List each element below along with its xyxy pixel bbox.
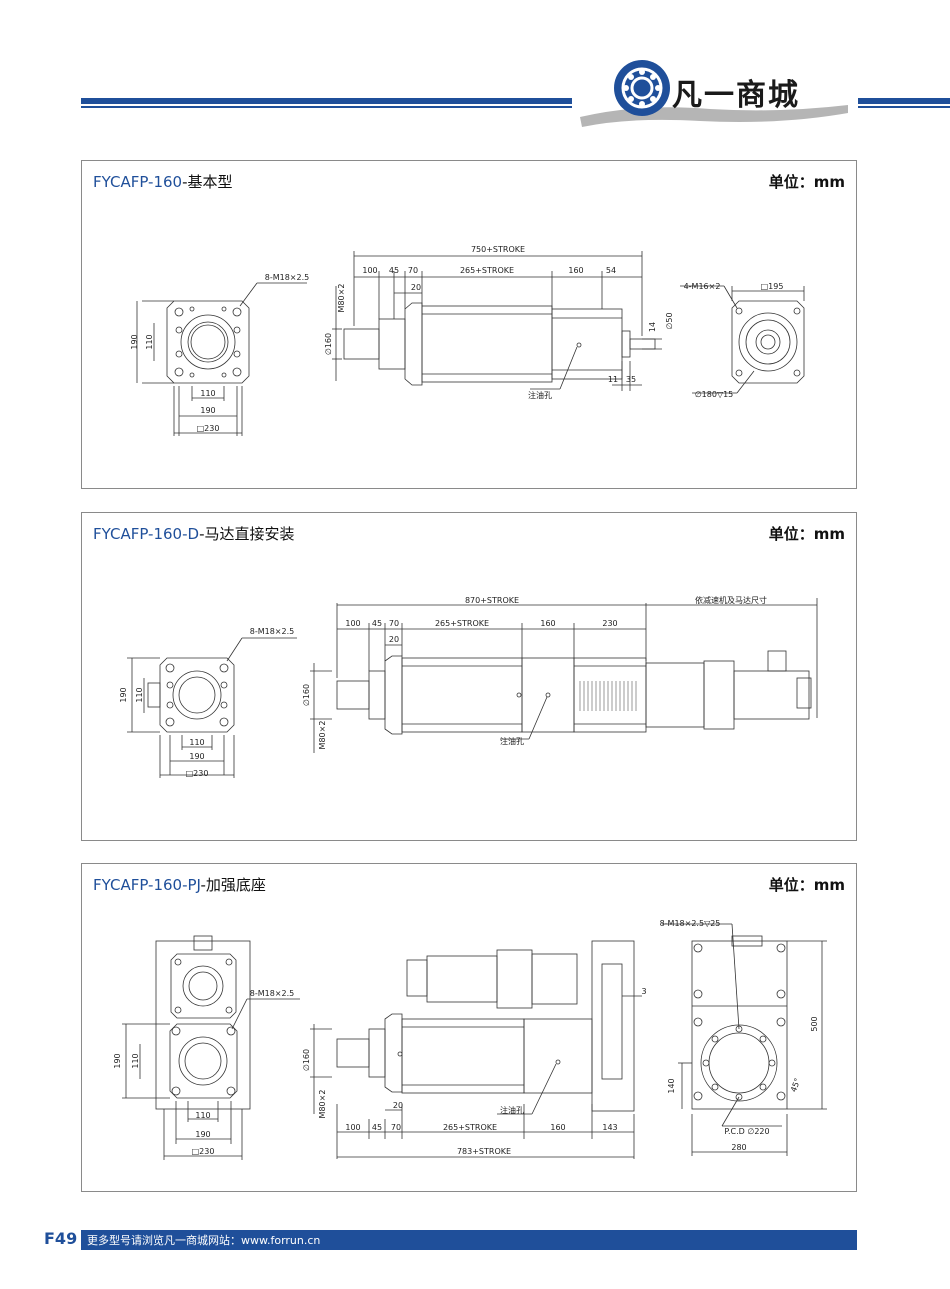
panel-motor-direct: FYCAFP-160-D-马达直接安装 单位：mm xyxy=(81,512,857,841)
front-230: □230 xyxy=(197,424,220,433)
dim-100: 100 xyxy=(345,1123,360,1132)
dim-phi160: ∅160 xyxy=(302,684,311,706)
dim-100: 100 xyxy=(345,619,360,628)
page-number: F49 xyxy=(44,1229,78,1248)
front-190-h: 190 xyxy=(195,1130,210,1139)
rear-hole-label: 4-M16×2 xyxy=(684,282,721,291)
drawing-basic: 750+STROKE 100 45 70 265+STROKE 160 54 2… xyxy=(130,245,805,436)
side-hole-label: 8-M18×2.5▽25 xyxy=(660,919,721,928)
panel-title: FYCAFP-160-PJ-加强底座 xyxy=(93,874,266,895)
dim-m80: M80×2 xyxy=(318,721,327,750)
dim-stroke: 265+STROKE xyxy=(443,1123,497,1132)
front-230: □230 xyxy=(186,769,209,778)
dim-20: 20 xyxy=(389,635,399,644)
dim-230: 230 xyxy=(602,619,617,628)
model-suffix: -马达直接安装 xyxy=(199,525,295,543)
front-110-h: 110 xyxy=(195,1111,210,1120)
dim-20: 20 xyxy=(411,283,421,292)
front-110-h: 110 xyxy=(189,738,204,747)
dim-45-degree: 45° xyxy=(789,1077,802,1093)
front-flange xyxy=(166,300,250,384)
dim-total: 870+STROKE xyxy=(465,596,519,605)
front-110-v: 110 xyxy=(135,687,144,702)
dim-54: 54 xyxy=(606,266,616,275)
dim-stroke: 265+STROKE xyxy=(460,266,514,275)
front-hole-label: 8-M18×2.5 xyxy=(265,273,309,282)
dim-70: 70 xyxy=(391,1123,401,1132)
model-code: FYCAFP-160 xyxy=(93,173,183,191)
dim-143: 143 xyxy=(602,1123,617,1132)
dim-70: 70 xyxy=(389,619,399,628)
dim-70: 70 xyxy=(408,266,418,275)
model-suffix: -加强底座 xyxy=(200,876,266,894)
front-hole-label: 8-M18×2.5 xyxy=(250,989,294,998)
panel-basic: FYCAFP-160-基本型 单位：mm xyxy=(81,160,857,489)
front-190-v: 190 xyxy=(119,687,128,702)
brand-name: 凡一商城 xyxy=(672,78,800,113)
dim-140: 140 xyxy=(667,1078,676,1093)
dim-14: 14 xyxy=(648,322,657,332)
dim-total: 750+STROKE xyxy=(471,245,525,254)
brand-logo xyxy=(580,60,848,127)
panel-title: FYCAFP-160-基本型 xyxy=(93,171,233,192)
dim-motor: 依减速机及马达尺寸 xyxy=(695,595,767,605)
dim-45: 45 xyxy=(372,1123,382,1132)
panel-reinforced-base: FYCAFP-160-PJ-加强底座 单位：mm xyxy=(81,863,857,1192)
dim-m80: M80×2 xyxy=(337,284,346,313)
panel-title: FYCAFP-160-D-马达直接安装 xyxy=(93,523,294,544)
front-hole-label: 8-M18×2.5 xyxy=(250,627,294,636)
footer-bar: 更多型号请浏览凡一商城网站：www.forrun.cn xyxy=(81,1230,857,1250)
front-110-v: 110 xyxy=(131,1053,140,1068)
dim-500: 500 xyxy=(810,1016,819,1031)
rear-195: □195 xyxy=(761,282,784,291)
front-190-v: 190 xyxy=(113,1053,122,1068)
front-110-h: 110 xyxy=(200,389,215,398)
front-110-v: 110 xyxy=(145,334,154,349)
dim-stroke: 265+STROKE xyxy=(435,619,489,628)
unit-label: 单位：mm xyxy=(768,876,845,894)
header-bar-right-thin xyxy=(858,106,950,108)
front-190-h: 190 xyxy=(189,752,204,761)
dim-100: 100 xyxy=(362,266,377,275)
front-230: □230 xyxy=(192,1147,215,1156)
front-190-h: 190 xyxy=(200,406,215,415)
unit-label: 单位：mm xyxy=(768,525,845,543)
dim-160: 160 xyxy=(568,266,583,275)
dim-phi50: ∅50 xyxy=(665,312,674,329)
oil-hole-label: 注油孔 xyxy=(500,1105,524,1115)
dim-phi160: ∅160 xyxy=(302,1049,311,1071)
dim-phi160: ∅160 xyxy=(324,333,333,355)
pcd-label: P.C.D ∅220 xyxy=(724,1127,769,1136)
front-190-v: 190 xyxy=(130,334,139,349)
dim-45: 45 xyxy=(389,266,399,275)
dim-45: 45 xyxy=(372,619,382,628)
footer-text: 更多型号请浏览凡一商城网站：www.forrun.cn xyxy=(87,1234,321,1247)
model-code: FYCAFP-160-PJ xyxy=(93,876,201,894)
dim-160: 160 xyxy=(540,619,555,628)
rear-180: ∅180▽15 xyxy=(695,390,734,399)
oil-hole-label: 注油孔 xyxy=(500,736,524,746)
dim-total: 783+STROKE xyxy=(457,1147,511,1156)
model-code: FYCAFP-160-D xyxy=(93,525,200,543)
dim-11: 11 xyxy=(608,375,618,384)
dim-160: 160 xyxy=(550,1123,565,1132)
header-bar-left-thick xyxy=(81,98,572,104)
dim-35: 35 xyxy=(626,375,636,384)
dim-280: 280 xyxy=(731,1143,746,1152)
oil-hole-label: 注油孔 xyxy=(528,390,552,400)
header-bar-right-thick xyxy=(858,98,950,104)
drawing-motor-direct: 870+STROKE 依减速机及马达尺寸 100 45 70 265+STROK… xyxy=(119,595,818,778)
dim-20: 20 xyxy=(393,1101,403,1110)
model-suffix: -基本型 xyxy=(182,173,233,191)
dim-m80: M80×2 xyxy=(318,1090,327,1119)
unit-label: 单位：mm xyxy=(768,173,845,191)
header-bar-left-thin xyxy=(81,106,572,108)
dim-3: 3 xyxy=(641,987,646,996)
drawing-reinforced-base: 8-M18×2.5 110 190 □230 190 110 3 20 注油孔 … xyxy=(113,919,827,1160)
